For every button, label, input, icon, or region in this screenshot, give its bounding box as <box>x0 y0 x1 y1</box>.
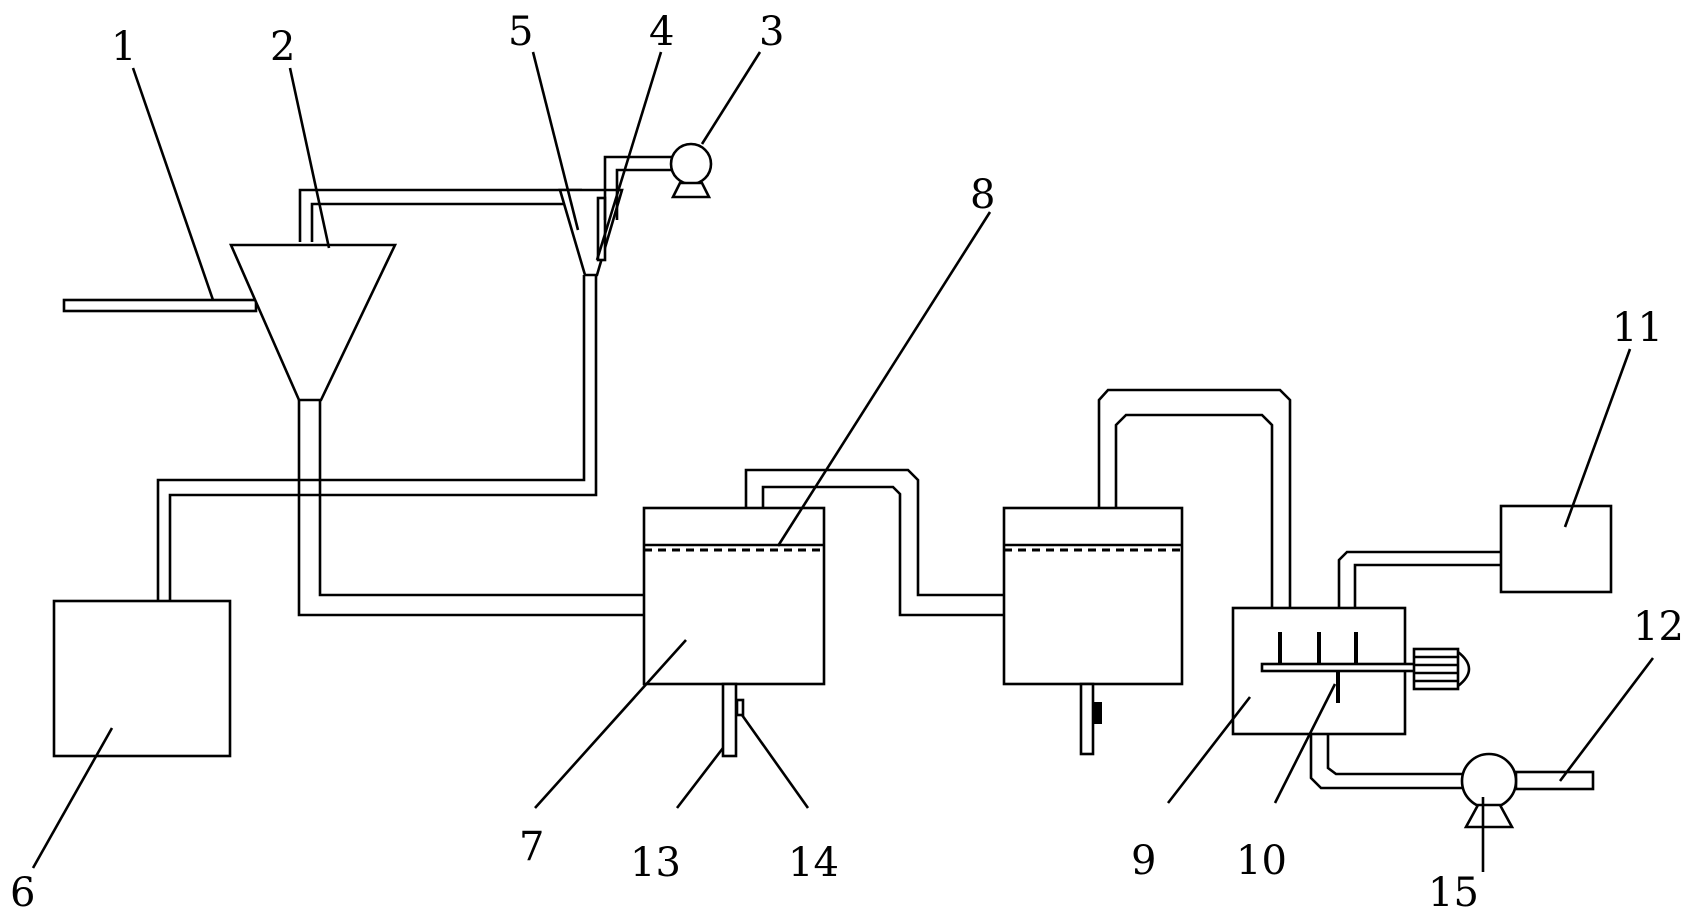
filter-tank-2 <box>1002 506 1184 686</box>
label-4: 4 <box>649 9 674 55</box>
label-6: 6 <box>10 870 35 916</box>
agitator-motor <box>1412 647 1471 691</box>
storage-box <box>1499 504 1613 594</box>
connecting-pipe-b <box>1097 388 1292 608</box>
label-12: 12 <box>1633 604 1684 650</box>
top-return-pipe <box>298 188 585 242</box>
label-8: 8 <box>970 172 995 218</box>
collector-box <box>52 599 232 758</box>
label-13: 13 <box>630 840 681 886</box>
pump-15 <box>1460 752 1518 829</box>
label-9: 9 <box>1131 838 1156 884</box>
label-7: 7 <box>519 824 544 870</box>
pump-3 <box>669 142 713 199</box>
label-14: 14 <box>788 840 839 886</box>
label-1: 1 <box>111 24 136 70</box>
outlet-pipe <box>1309 734 1595 791</box>
part-labels: 1 2 5 4 3 8 11 12 7 13 14 9 10 6 15 <box>10 9 1684 916</box>
label-11: 11 <box>1612 305 1663 351</box>
label-15: 15 <box>1428 870 1479 916</box>
connecting-pipe-a <box>744 468 1004 617</box>
feed-hopper <box>229 243 398 402</box>
label-10: 10 <box>1236 838 1287 884</box>
mixer-to-box-pipe <box>1337 550 1501 608</box>
label-2: 2 <box>270 24 295 70</box>
tank-1-drain-pipe <box>721 682 745 758</box>
valve-element <box>596 196 607 262</box>
leader-lines <box>31 51 1655 872</box>
inlet-pipe <box>62 298 258 313</box>
pump-suction-pipe <box>603 155 672 220</box>
tank-2-drain-pipe <box>1079 682 1102 756</box>
hopper-down-pipe <box>297 400 645 617</box>
separator-down-pipe <box>156 275 598 600</box>
label-5: 5 <box>508 9 533 55</box>
label-3: 3 <box>759 9 784 55</box>
separator-cyclone <box>558 188 624 277</box>
